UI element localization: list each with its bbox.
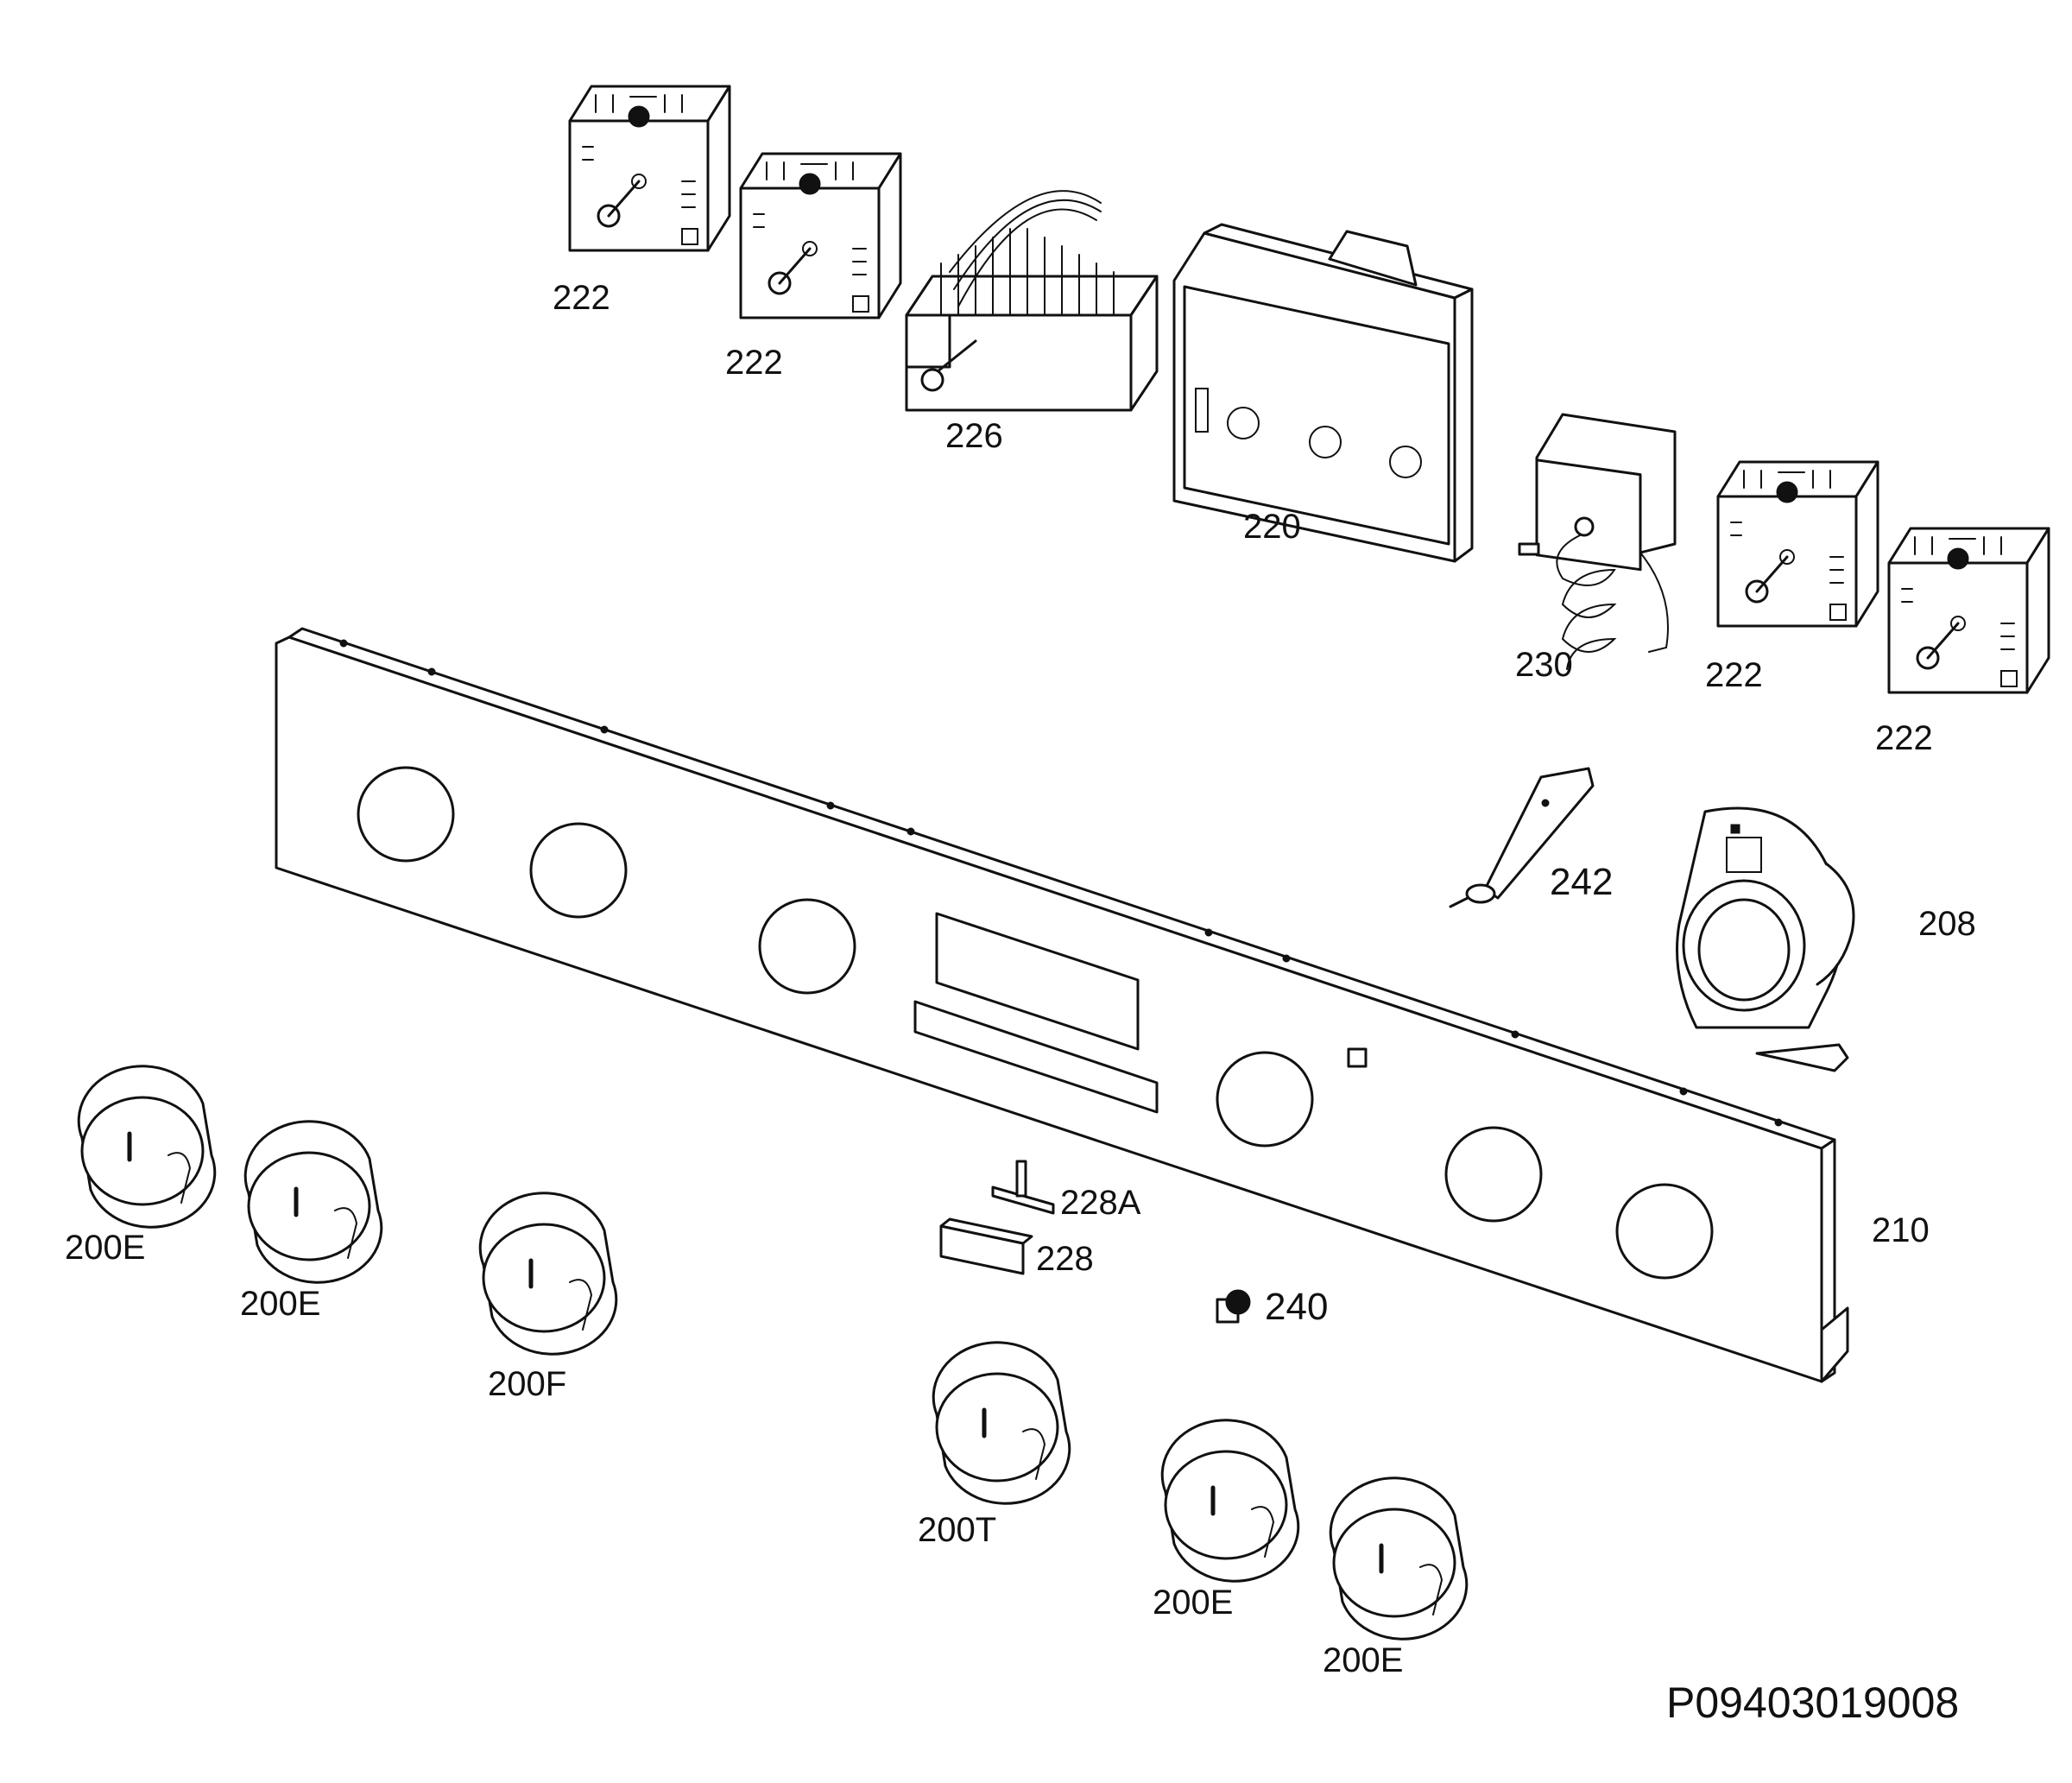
knob-200E-2 <box>245 1122 382 1282</box>
callout-208: 208 <box>1918 905 1976 943</box>
light-guide-228 <box>939 1217 1033 1275</box>
energy-regulator-222-2 <box>739 152 902 319</box>
callout-230: 230 <box>1515 646 1573 684</box>
callout-200E-2: 200E <box>240 1285 321 1323</box>
clip-228A <box>991 1160 1055 1215</box>
energy-regulator-222-4 <box>1887 527 2050 694</box>
energy-regulator-222-3 <box>1716 460 1879 628</box>
housing-208 <box>1676 806 1855 1072</box>
callout-210: 210 <box>1872 1211 1930 1249</box>
callout-228A: 228A <box>1060 1184 1141 1222</box>
lamp-240 <box>1216 1289 1251 1324</box>
callout-200F: 200F <box>488 1365 567 1403</box>
knob-200E-4 <box>1330 1478 1467 1639</box>
callout-222-3: 222 <box>1705 656 1763 694</box>
callout-242: 242 <box>1550 861 1614 903</box>
control-panel-210 <box>275 627 1849 1383</box>
knob-200E-3 <box>1162 1420 1298 1581</box>
callout-220: 220 <box>1243 508 1301 546</box>
display-module-220 <box>1172 223 1474 563</box>
callout-228: 228 <box>1036 1240 1094 1278</box>
callout-200E-3: 200E <box>1153 1584 1234 1622</box>
knob-200E-1 <box>79 1066 215 1227</box>
callout-222-4: 222 <box>1875 719 1933 757</box>
callout-240: 240 <box>1265 1286 1329 1328</box>
callout-200E-1: 200E <box>65 1229 146 1267</box>
knob-200F <box>480 1193 616 1354</box>
selector-switch-226 <box>905 190 1159 412</box>
callout-222-2: 222 <box>725 344 783 382</box>
knob-200T <box>933 1343 1070 1503</box>
callout-222-1: 222 <box>553 279 610 317</box>
callout-200E-4: 200E <box>1323 1641 1404 1679</box>
sensor-242 <box>1449 767 1595 908</box>
energy-regulator-222-1 <box>568 85 731 252</box>
callout-200T: 200T <box>918 1511 997 1549</box>
drawing-number: P09403019008 <box>1666 1679 1960 1727</box>
callout-226: 226 <box>945 417 1003 455</box>
thermostat-230 <box>1518 413 1677 670</box>
